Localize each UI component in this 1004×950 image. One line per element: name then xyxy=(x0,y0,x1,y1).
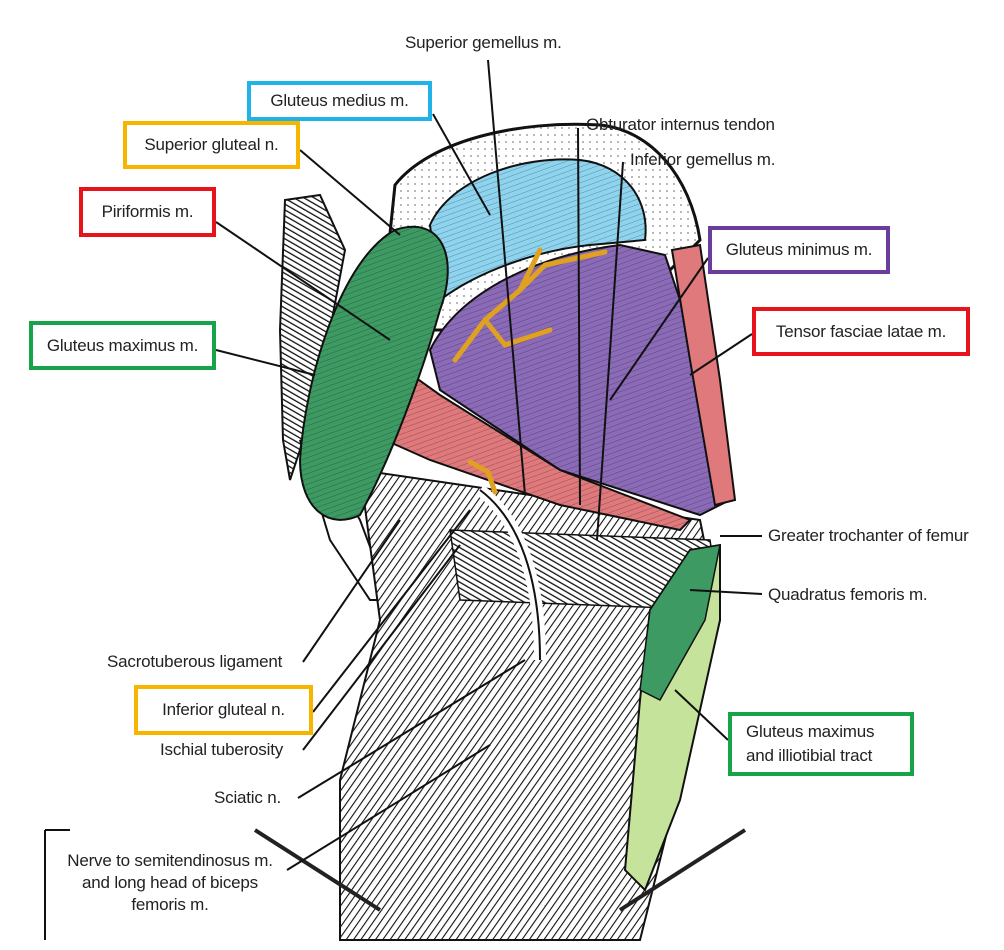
label-greater-trochanter: Greater trochanter of femur xyxy=(768,526,969,545)
box-gluteus-maximus-it-line2: and illiotibial tract xyxy=(746,746,873,765)
label-nerve-to-semitendinosus: Nerve to semitendinosus m. and long head… xyxy=(54,850,286,916)
box-inferior-gluteal-nerve: Inferior gluteal n. xyxy=(134,685,313,735)
nerve-semitendinosus-line3: femoris m. xyxy=(131,895,209,914)
box-piriformis: Piriformis m. xyxy=(79,187,216,237)
box-gluteus-minimus: Gluteus minimus m. xyxy=(708,226,890,274)
gluteus-maximus-it-tract-dark xyxy=(639,544,721,701)
label-ischial-tuberosity: Ischial tuberosity xyxy=(160,740,284,759)
label-obturator-internus-tendon: Obturator internus tendon xyxy=(586,115,775,134)
label-superior-gemellus: Superior gemellus m. xyxy=(405,33,562,52)
leader-lines xyxy=(44,59,763,940)
label-sciatic-nerve: Sciatic n. xyxy=(214,788,281,807)
forceps-right xyxy=(618,828,747,912)
label-quadratus-femoris: Quadratus femoris m. xyxy=(768,585,928,604)
tensor-fasciae-latae-muscle xyxy=(670,243,737,507)
forceps-left xyxy=(253,828,382,912)
nerve-semitendinosus-line1: Nerve to semitendinosus m. xyxy=(67,851,273,870)
box-gluteus-maximus-it-line1: Gluteus maximus xyxy=(746,722,875,741)
nerve-semitendinosus-line2: and long head of biceps xyxy=(82,873,258,892)
box-tensor-fasciae-latae: Tensor fasciae latae m. xyxy=(752,307,970,356)
box-gluteus-maximus: Gluteus maximus m. xyxy=(29,321,216,370)
box-gluteus-medius: Gluteus medius m. xyxy=(247,81,432,121)
superior-gluteal-nerve xyxy=(452,247,608,363)
label-sacrotuberous-ligament: Sacrotuberous ligament xyxy=(107,652,283,671)
inferior-gluteal-nerve xyxy=(467,459,498,495)
label-inferior-gemellus: Inferior gemellus m. xyxy=(630,150,776,169)
box-superior-gluteal-nerve: Superior gluteal n. xyxy=(123,121,300,169)
box-gluteus-maximus-it-tract: Gluteus maximus and illiotibial tract xyxy=(728,712,914,776)
